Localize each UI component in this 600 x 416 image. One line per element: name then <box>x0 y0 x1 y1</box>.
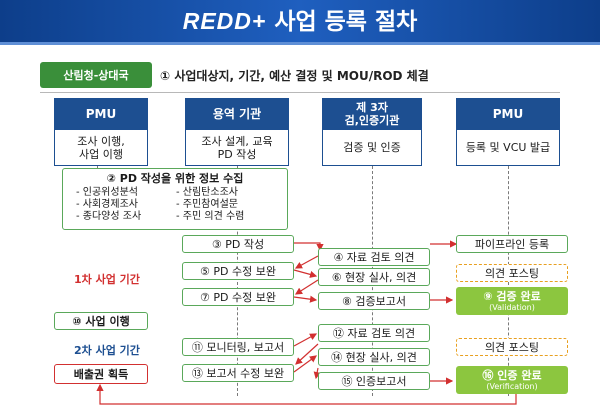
validation-box: ⑨ 검증 완료 (Validation) <box>456 287 568 315</box>
step12-box: ⑫ 자료 검토 의견 <box>318 324 430 342</box>
arrow-s12-s13 <box>295 343 319 365</box>
arrow-s3-s4 <box>294 242 324 252</box>
column-body-third-party: 검증 및 인증 <box>322 130 422 166</box>
step2-list-right: - 산림탄소조사 - 주민참여설문 - 주민 의견 수렴 <box>176 187 244 223</box>
divider-line <box>40 92 560 93</box>
column-header-pmu: PMU <box>54 98 148 130</box>
posting-box-1: 의견 포스팅 <box>456 264 568 282</box>
step11-box: ⑪ 모니터링, 보고서 <box>182 338 294 356</box>
column-header-pmu-2: PMU <box>456 98 560 130</box>
list-item: - 인공위성분석 <box>76 187 138 198</box>
title-logo: REDD+ <box>182 8 267 34</box>
arrow-s5-s6 <box>293 269 318 278</box>
emission-box: 배출권 획득 <box>54 364 148 384</box>
step8-box: ⑧ 검증보고서 <box>318 292 430 310</box>
phase1-label: 1차 사업 기간 <box>74 273 140 286</box>
col2-guide <box>237 166 238 396</box>
verification-box: ⑯ 인증 완료 (Verification) <box>456 366 568 394</box>
step1-text: ① 사업대상지, 기간, 예산 결정 및 MOU/ROD 체결 <box>160 69 429 83</box>
step13-box: ⑬ 보고서 수정 보완 <box>182 364 294 382</box>
list-item: - 사회경제조사 <box>76 199 138 210</box>
arrow-s13-s14 <box>293 355 317 373</box>
step5-box: ⑤ PD 수정 보완 <box>182 262 294 280</box>
step4-box: ④ 자료 검토 의견 <box>318 248 430 266</box>
title-text: 사업 등록 절차 <box>266 9 418 35</box>
arrow-s4-s5 <box>294 255 319 269</box>
pipeline-box: 파이프라인 등록 <box>456 235 568 253</box>
step14-box: ⑭ 현장 실사, 의견 <box>318 348 430 366</box>
page-title: REDD+ 사업 등록 절차 <box>0 0 600 42</box>
column-body-pmu: 조사 이행, 사업 이행 <box>54 130 148 166</box>
list-item: - 종다양성 조사 <box>76 211 142 222</box>
step2-title: ② PD 작성을 위한 정보 수집 <box>106 172 244 185</box>
arrow-s6-s7 <box>294 279 319 295</box>
phase2-label: 2차 사업 기간 <box>74 344 140 357</box>
posting-box-2: 의견 포스팅 <box>456 338 568 356</box>
step2-box: ② PD 작성을 위한 정보 수집 <box>62 168 288 230</box>
list-item: - 주민 의견 수렴 <box>176 211 245 222</box>
arrow-to-emission <box>96 383 517 405</box>
list-item: - 산림탄소조사 <box>176 187 238 198</box>
arrow-s11-s12 <box>293 333 318 347</box>
step3-box: ③ PD 작성 <box>182 235 294 253</box>
step7-box: ⑦ PD 수정 보완 <box>182 288 294 306</box>
arrow-s7-s8 <box>293 295 318 303</box>
title-separator <box>0 42 600 45</box>
step10-box: ⑩ 사업 이행 <box>54 312 148 330</box>
validation-label: ⑨ 검증 완료 <box>483 289 541 303</box>
step15-box: ⑮ 인증보고서 <box>318 372 430 390</box>
column-header-third-party: 제 3자 검,인증기관 <box>322 98 422 130</box>
verification-sub: (Verification) <box>486 381 538 391</box>
column-body-pmu-2: 등록 및 VCU 발급 <box>456 130 560 166</box>
validation-sub: (Validation) <box>489 302 535 312</box>
column-header-service: 용역 기관 <box>185 98 289 130</box>
list-item: - 주민참여설문 <box>176 199 238 210</box>
arrow-s14-s15 <box>313 367 321 380</box>
step2-list-left: - 인공위성분석 - 사회경제조사 - 종다양성 조사 <box>76 187 141 223</box>
org-box: 산림청-상대국 <box>40 62 152 88</box>
verification-label: ⑯ 인증 완료 <box>482 368 542 382</box>
step6-box: ⑥ 현장 실사, 의견 <box>318 268 430 286</box>
column-body-service: 조사 설계, 교육 PD 작성 <box>185 130 289 166</box>
